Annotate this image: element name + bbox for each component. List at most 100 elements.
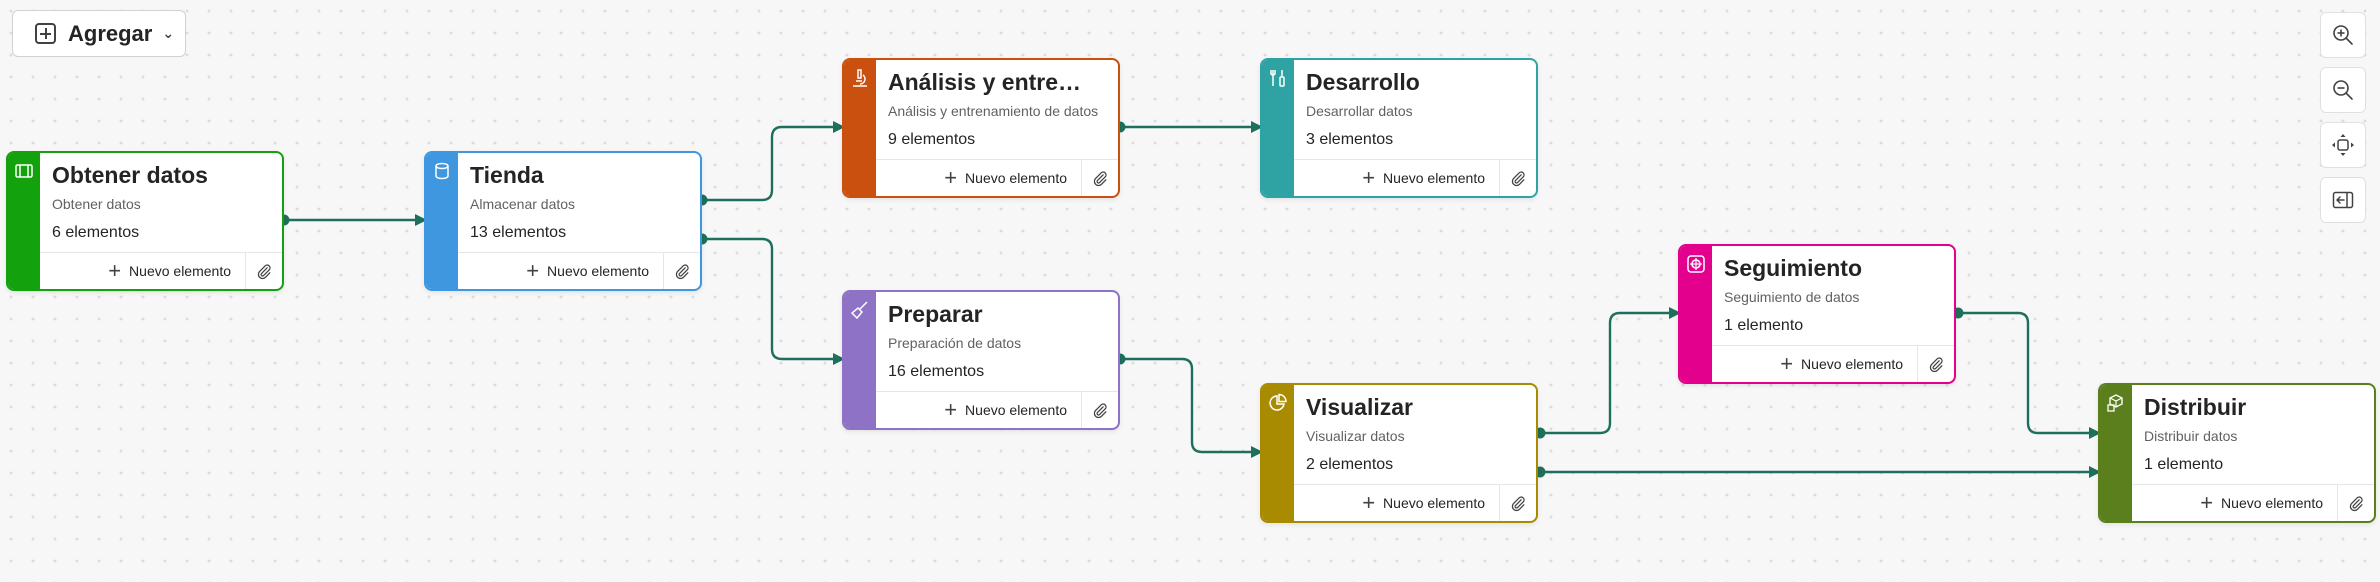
new-item-label: Nuevo elemento (2221, 495, 2323, 511)
node-title: Visualizar (1306, 394, 1413, 420)
plus-icon: + (526, 258, 540, 283)
plus-icon: + (1362, 490, 1376, 515)
microscope-icon (853, 69, 867, 87)
node-item-count: 3 elementos (1306, 131, 1394, 148)
connector-tienda-analisis (702, 121, 845, 202)
collapse-panel-icon (2332, 191, 2354, 209)
collapse-panel-button[interactable] (2320, 177, 2366, 223)
node-subtitle: Almacenar datos (470, 196, 576, 212)
attach-button[interactable] (1499, 485, 1536, 521)
paperclip-icon (1511, 171, 1525, 187)
new-item-button[interactable]: + Nuevo elemento (944, 399, 1081, 421)
node-tienda[interactable]: Tienda Almacenar datos 13 elementos + Nu… (424, 151, 702, 291)
add-square-icon (35, 23, 56, 44)
new-item-label: Nuevo elemento (965, 170, 1067, 186)
zoom-out-button[interactable] (2320, 67, 2366, 113)
new-item-label: Nuevo elemento (547, 263, 649, 279)
node-desarrollo[interactable]: Desarrollo Desarrollar datos 3 elementos… (1260, 58, 1538, 198)
node-color-strip (1680, 246, 1712, 382)
attach-button[interactable] (663, 253, 700, 289)
paperclip-icon (257, 264, 271, 280)
add-button[interactable]: Agregar ⌄ (12, 10, 186, 57)
node-item-count: 1 elemento (1724, 317, 1804, 334)
node-subtitle: Seguimiento de datos (1724, 289, 1860, 305)
node-item-count: 1 elemento (2144, 456, 2224, 473)
paperclip-icon (2349, 496, 2363, 512)
new-item-button[interactable]: + Nuevo elemento (526, 260, 663, 282)
new-item-button[interactable]: + Nuevo elemento (108, 260, 245, 282)
attach-button[interactable] (2337, 485, 2374, 521)
node-color-strip (1262, 385, 1294, 521)
node-preparar[interactable]: Preparar Preparación de datos 16 element… (842, 290, 1120, 430)
node-item-count: 13 elementos (470, 224, 567, 241)
node-footer: + Nuevo elemento (876, 159, 1118, 196)
node-visualizar[interactable]: Visualizar Visualizar datos 2 elementos … (1260, 383, 1538, 523)
paperclip-icon (675, 264, 689, 280)
attach-button[interactable] (1917, 346, 1954, 382)
node-footer: + Nuevo elemento (1294, 484, 1536, 521)
node-footer: + Nuevo elemento (2132, 484, 2374, 521)
node-subtitle: Preparación de datos (888, 335, 1022, 351)
node-item-count: 2 elementos (1306, 456, 1394, 473)
new-item-label: Nuevo elemento (1383, 495, 1485, 511)
node-analisis-entrenamiento[interactable]: Análisis y entrenamiento de datos Anális… (842, 58, 1120, 198)
node-title: Tienda (470, 162, 544, 188)
connector-seguimiento-distribuir (1958, 311, 2101, 439)
zoom-out-icon (2333, 80, 2353, 100)
new-item-label: Nuevo elemento (1801, 356, 1903, 372)
attach-button[interactable] (245, 253, 282, 289)
node-color-strip (1262, 60, 1294, 196)
node-color-strip (426, 153, 458, 289)
new-item-label: Nuevo elemento (965, 402, 1067, 418)
node-subtitle: Desarrollar datos (1306, 103, 1413, 119)
node-obtener-datos[interactable]: Obtener datos Obtener datos 6 elementos … (6, 151, 284, 291)
node-item-count: 16 elementos (888, 363, 985, 380)
add-button-label: Agregar (68, 20, 153, 46)
node-footer: + Nuevo elemento (40, 252, 282, 289)
node-footer: + Nuevo elemento (876, 391, 1118, 428)
attach-button[interactable] (1081, 160, 1118, 196)
node-subtitle: Obtener datos (52, 196, 141, 212)
node-color-strip (844, 292, 876, 428)
chevron-down-icon: ⌄ (162, 25, 175, 41)
node-color-strip (844, 60, 876, 196)
node-color-strip (2100, 385, 2132, 521)
new-item-label: Nuevo elemento (129, 263, 231, 279)
connector-tienda-preparar (702, 237, 845, 365)
fit-view-button[interactable] (2320, 122, 2366, 168)
node-title: Desarrollo (1306, 69, 1420, 95)
new-item-button[interactable]: + Nuevo elemento (1362, 167, 1499, 189)
node-color-strip (8, 153, 40, 289)
zoom-in-button[interactable] (2320, 12, 2366, 58)
broom-icon (850, 301, 868, 320)
plus-icon: + (1780, 351, 1794, 376)
node-footer: + Nuevo elemento (1294, 159, 1536, 196)
new-item-button[interactable]: + Nuevo elemento (944, 167, 1081, 189)
fit-view-icon (2332, 134, 2354, 156)
node-item-count: 6 elementos (52, 224, 140, 241)
node-title: Obtener datos (52, 162, 208, 188)
paperclip-icon (1093, 403, 1107, 419)
plus-icon: + (1362, 165, 1376, 190)
plus-icon: + (108, 258, 122, 283)
node-seguimiento[interactable]: Seguimiento Seguimiento de datos 1 eleme… (1678, 244, 1956, 384)
node-title: Distribuir (2144, 394, 2247, 420)
cubes-icon (2107, 394, 2123, 412)
node-footer: + Nuevo elemento (458, 252, 700, 289)
target-icon (1687, 255, 1705, 273)
node-title: Preparar (888, 301, 983, 327)
node-title: Análisis y entrenamiento de datos (888, 69, 1094, 95)
attach-button[interactable] (1499, 160, 1536, 196)
cylinder-storage-icon (435, 162, 449, 180)
attach-button[interactable] (1081, 392, 1118, 428)
node-distribuir[interactable]: Distribuir Distribuir datos 1 elemento +… (2098, 383, 2376, 523)
node-footer: + Nuevo elemento (1712, 345, 1954, 382)
new-item-button[interactable]: + Nuevo elemento (1780, 353, 1917, 375)
new-item-button[interactable]: + Nuevo elemento (1362, 492, 1499, 514)
plus-icon: + (944, 397, 958, 422)
paperclip-icon (1929, 357, 1943, 373)
new-item-button[interactable]: + Nuevo elemento (2200, 492, 2337, 514)
node-title: Seguimiento (1724, 255, 1863, 281)
connector-preparar-visualizar (1120, 357, 1263, 458)
